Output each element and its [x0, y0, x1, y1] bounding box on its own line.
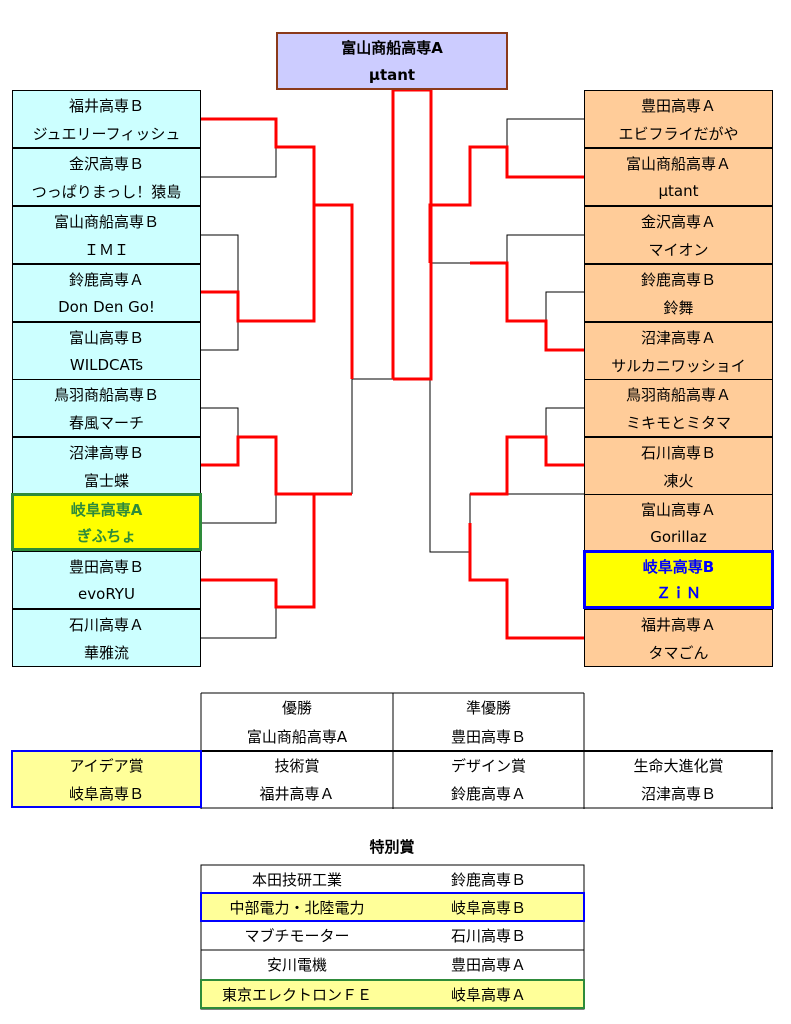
team-name: WILDCATs: [69, 356, 144, 374]
team-name: 富士蝶: [83, 471, 129, 490]
special-sponsor: マブチモーター: [244, 927, 350, 945]
idea-award-label: アイデア賞: [69, 756, 144, 775]
team-school: 岐阜高専B: [642, 557, 715, 576]
left-team-box: 金沢高専Ｂ つっぱりまっし！猿島: [12, 148, 201, 206]
team-name: 華雅流: [83, 643, 129, 662]
left-team-box: 沼津高専Ｂ 富士蝶: [12, 437, 201, 495]
team-name: 凍火: [663, 471, 694, 490]
team-name: µtant: [658, 182, 699, 200]
runner-up-school: 豊田高専Ｂ: [450, 728, 526, 746]
team-name: Don Den Go!: [58, 298, 155, 316]
team-name: タマごん: [648, 643, 709, 662]
team-school: 石川高専Ａ: [68, 615, 144, 634]
team-school: 金沢高専Ａ: [640, 212, 716, 231]
special-sponsor: 東京エレクトロンＦＥ: [221, 985, 372, 1004]
champion-box: 富山商船高専A µtant: [276, 32, 508, 90]
special-awards-title: 特別賞: [369, 838, 415, 856]
right-team-box: 石川高専Ｂ 凍火: [584, 437, 773, 495]
team-school: 富山高専Ａ: [640, 500, 716, 519]
right-team-box: 豊田高専Ａ エビフライだがや: [584, 90, 773, 148]
team-school: 富山商船高専Ｂ: [53, 212, 159, 231]
special-school: 鈴鹿高専Ｂ: [450, 870, 526, 889]
team-name: ぎふちょ: [76, 526, 137, 545]
special-school: 岐阜高専Ａ: [450, 985, 526, 1004]
left-team-box: 豊田高専Ｂ evoRYU: [12, 551, 201, 609]
special-sponsor: 中部電力・北陸電力: [229, 898, 365, 917]
idea-award-fill: [12, 750, 201, 808]
team-school: 鳥羽商船高専Ａ: [625, 385, 731, 404]
design-award-school: 鈴鹿高専Ａ: [450, 785, 526, 803]
team-school: 鳥羽商船高専Ｂ: [53, 385, 159, 404]
left-team-box: 鈴鹿高専Ａ Don Den Go!: [12, 264, 201, 322]
runner-up-label: 準優勝: [465, 699, 511, 717]
left-team-box: 福井高専Ｂ ジュエリーフィッシュ: [12, 90, 201, 148]
team-school: 鈴鹿高専Ａ: [68, 270, 144, 289]
left-team-box: 鳥羽商船高専Ｂ 春風マーチ: [12, 379, 201, 437]
team-name: エビフライだがや: [618, 124, 739, 143]
team-name: つっぱりまっし！猿島: [31, 182, 182, 201]
right-team-box: 富山商船高専Ａ µtant: [584, 148, 773, 206]
special-school: 石川高専Ｂ: [450, 927, 526, 945]
bracket-lines-black: [200, 118, 585, 639]
winner-label: 優勝: [281, 699, 312, 717]
team-name: マイオン: [648, 240, 709, 259]
team-school: 沼津高専Ｂ: [68, 443, 144, 462]
special-school: 豊田高専Ａ: [450, 956, 526, 974]
team-school: 石川高専Ｂ: [640, 443, 716, 462]
team-school: 福井高専Ｂ: [68, 96, 144, 115]
idea-award-school: 岐阜高専Ｂ: [68, 785, 144, 803]
team-name: evoRYU: [78, 585, 135, 603]
team-name: ＩＭＩ: [83, 240, 129, 259]
right-team-box: 福井高専Ａ タマごん: [584, 609, 773, 667]
technical-award-label: 技術賞: [274, 756, 320, 775]
champion-team: µtant: [368, 65, 416, 84]
team-school: 富山高専Ｂ: [68, 328, 144, 347]
team-name: ミキモとミタマ: [625, 413, 731, 432]
team-school: 岐阜高専A: [70, 500, 143, 519]
team-school: 金沢高専Ｂ: [68, 154, 144, 173]
team-school: 豊田高専Ａ: [640, 96, 716, 115]
champion-school: 富山商船高専A: [341, 39, 443, 57]
right-team-box: 富山高専Ａ Gorillaz: [584, 494, 773, 552]
team-name: ＺｉＮ: [655, 584, 701, 603]
team-name: 春風マーチ: [68, 413, 144, 432]
team-name: 鈴舞: [663, 298, 694, 317]
right-team-box: 鳥羽商船高専Ａ ミキモとミタマ: [584, 379, 773, 437]
team-school: 沼津高専Ａ: [640, 328, 716, 347]
design-award-label: デザイン賞: [450, 756, 526, 775]
team-school: 福井高専Ａ: [640, 615, 716, 634]
winner-school: 富山商船高専A: [246, 728, 348, 746]
left-team-box: 富山商船高専Ｂ ＩＭＩ: [12, 206, 201, 264]
team-name: サルカニワッショイ: [611, 356, 746, 375]
evolution-award-label: 生命大進化賞: [633, 756, 724, 775]
team-name: ジュエリーフィッシュ: [32, 124, 181, 143]
evolution-award-school: 沼津高専Ｂ: [640, 785, 716, 803]
technical-award-school: 福井高専Ａ: [259, 785, 335, 803]
left-team-box-highlight: 岐阜高専A ぎふちょ: [11, 493, 202, 551]
team-school: 鈴鹿高専Ｂ: [640, 270, 716, 289]
team-school: 富山商船高専Ａ: [625, 154, 731, 173]
team-name: Gorillaz: [650, 528, 707, 546]
special-sponsor: 安川電機: [266, 956, 327, 974]
right-team-box: 金沢高専Ａ マイオン: [584, 206, 773, 264]
bracket-lines-winner: [200, 88, 585, 640]
special-sponsor: 本田技研工業: [251, 870, 342, 889]
special-school: 岐阜高専Ｂ: [450, 898, 526, 917]
left-team-box: 石川高専Ａ 華雅流: [12, 609, 201, 667]
right-team-box: 鈴鹿高専Ｂ 鈴舞: [584, 264, 773, 322]
team-school: 豊田高専Ｂ: [68, 557, 144, 576]
right-team-box-highlight: 岐阜高専B ＺｉＮ: [583, 550, 774, 609]
